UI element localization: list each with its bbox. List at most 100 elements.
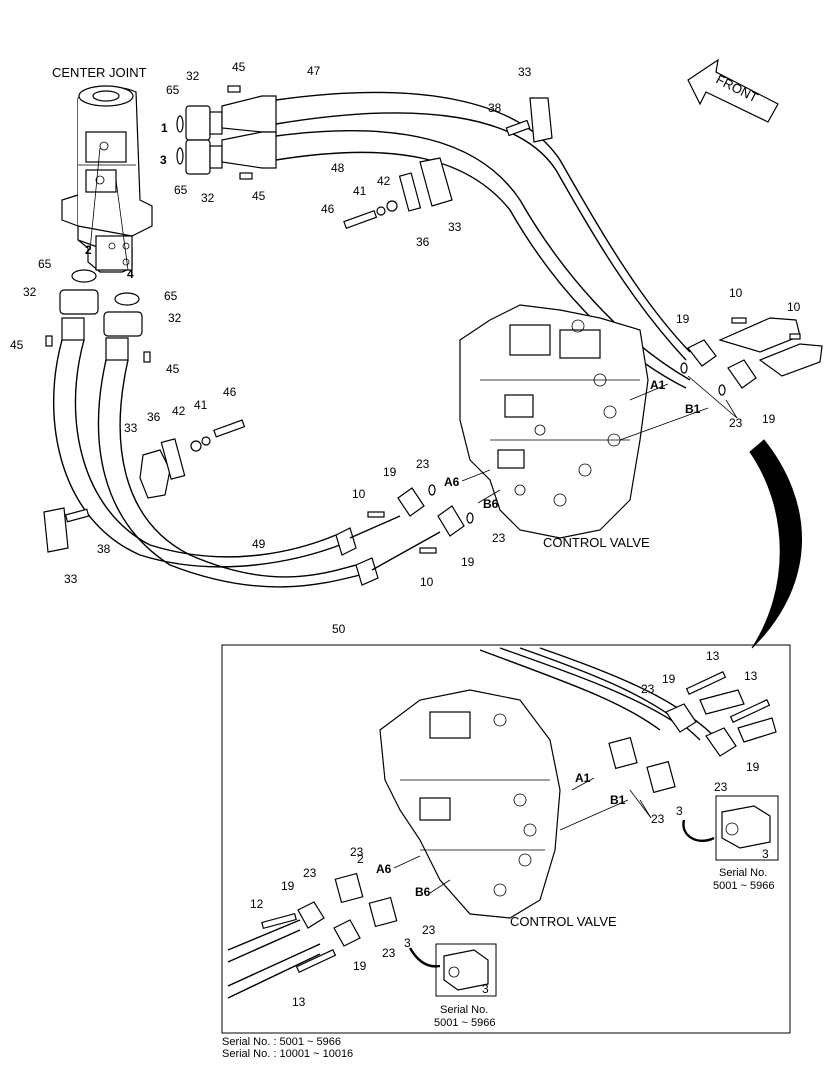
lower-flanges	[45, 269, 151, 363]
callout-42: 42	[172, 404, 186, 418]
callout-45: 45	[166, 362, 180, 376]
callout-45: 45	[10, 338, 24, 352]
callout-50: 50	[332, 622, 346, 636]
callout-inset-13: 13	[744, 669, 758, 683]
front-arrow	[687, 58, 779, 123]
callout-inset-23: 23	[651, 812, 665, 826]
port-a1-label: A1	[650, 378, 666, 392]
control-valve-inset	[379, 689, 561, 919]
callout-inset-19: 19	[746, 760, 760, 774]
serial-footer-line-1: Serial No. : 5001 ~ 5966	[222, 1036, 341, 1048]
clamp-set-left	[43, 419, 246, 553]
callout-10: 10	[420, 575, 434, 589]
callout-23: 23	[492, 531, 506, 545]
callout-23: 23	[729, 416, 743, 430]
callout-23: 23	[416, 457, 430, 471]
callout-48: 48	[331, 161, 345, 175]
serial-box-lower-line1: Serial No.	[440, 1004, 488, 1016]
callout-inset-3: 3	[482, 982, 489, 996]
right-fittings	[680, 317, 823, 396]
callout-10: 10	[352, 487, 366, 501]
port-b1-inset-label: B1	[610, 793, 626, 807]
callout-33: 33	[64, 572, 78, 586]
port-a1-inset-label: A1	[575, 771, 591, 785]
callout-inset-23: 23	[641, 682, 655, 696]
callout-33: 33	[124, 421, 138, 435]
callout-inset-19: 19	[353, 959, 367, 973]
callout-45: 45	[252, 189, 266, 203]
callout-inset-23: 23	[382, 946, 396, 960]
callout-inset-23: 23	[303, 866, 317, 880]
callout-32: 32	[201, 191, 215, 205]
serial-box-lower-line2: 5001 ~ 5966	[434, 1017, 495, 1029]
callout-32: 32	[168, 311, 182, 325]
callout-45: 45	[232, 60, 246, 74]
callout-inset-19: 19	[281, 879, 295, 893]
callout-65: 65	[38, 257, 52, 271]
callout-inset-3: 3	[404, 936, 411, 950]
control-valve-label-main: CONTROL VALVE	[543, 535, 650, 550]
serial-box-right-line2: 5001 ~ 5966	[713, 880, 774, 892]
callout-65: 65	[166, 83, 180, 97]
callout-38: 38	[97, 542, 111, 556]
clamp-set-top	[343, 97, 553, 230]
callout-32: 32	[23, 285, 37, 299]
center-joint-flanges	[176, 85, 277, 180]
callout-49: 49	[252, 537, 266, 551]
detail-inset-frame	[221, 644, 791, 1034]
control-valve-label-inset: CONTROL VALVE	[510, 914, 617, 929]
detail-arrow	[749, 439, 802, 649]
port-b6-label: B6	[483, 497, 499, 511]
callout-inset-2: 2	[357, 852, 364, 866]
port-3-label: 3	[160, 153, 167, 167]
callout-inset-3: 3	[762, 847, 769, 861]
callout-inset-23: 23	[422, 923, 436, 937]
callout-36: 36	[416, 235, 430, 249]
center-joint-label: CENTER JOINT	[52, 65, 147, 80]
callout-19: 19	[762, 412, 776, 426]
callout-inset-13: 13	[292, 995, 306, 1009]
callout-inset-3: 3	[676, 804, 683, 818]
port-a6-inset-label: A6	[376, 862, 392, 876]
serial-footer-line-2: Serial No. : 10001 ~ 10016	[222, 1048, 354, 1060]
port-2-label: 2	[85, 243, 92, 257]
control-valve-main	[459, 304, 649, 539]
callout-33: 33	[448, 220, 462, 234]
callout-32: 32	[186, 69, 200, 83]
callout-42: 42	[377, 174, 391, 188]
port-a6-label: A6	[444, 475, 460, 489]
port-1-label: 1	[161, 121, 168, 135]
callout-41: 41	[194, 398, 208, 412]
callout-47: 47	[307, 64, 321, 78]
callout-33: 33	[518, 65, 532, 79]
hose-49-50	[52, 339, 441, 588]
port-b1-label: B1	[685, 402, 701, 416]
serial-box-lower	[408, 943, 497, 997]
callout-41: 41	[353, 184, 367, 198]
callout-46: 46	[321, 202, 335, 216]
callout-19: 19	[461, 555, 475, 569]
serial-box-right	[682, 795, 779, 861]
callout-10: 10	[787, 300, 801, 314]
serial-box-right-line1: Serial No.	[719, 867, 767, 879]
callout-36: 36	[147, 410, 161, 424]
port-b6-inset-label: B6	[415, 885, 431, 899]
callout-65: 65	[174, 183, 188, 197]
inset-fittings	[261, 671, 777, 973]
callout-inset-23: 23	[350, 845, 364, 859]
center-joint	[61, 85, 153, 273]
leader-lines-main	[461, 375, 738, 504]
callout-inset-13: 13	[706, 649, 720, 663]
callout-46: 46	[223, 385, 237, 399]
callout-65: 65	[164, 289, 178, 303]
callout-38: 38	[488, 101, 502, 115]
callout-inset-19: 19	[662, 672, 676, 686]
callout-inset-23: 23	[714, 780, 728, 794]
callout-19: 19	[383, 465, 397, 479]
callout-10: 10	[729, 286, 743, 300]
callout-inset-12: 12	[250, 897, 264, 911]
port-4-label: 4	[127, 267, 134, 281]
callout-19: 19	[676, 312, 690, 326]
lower-fittings	[367, 484, 474, 554]
